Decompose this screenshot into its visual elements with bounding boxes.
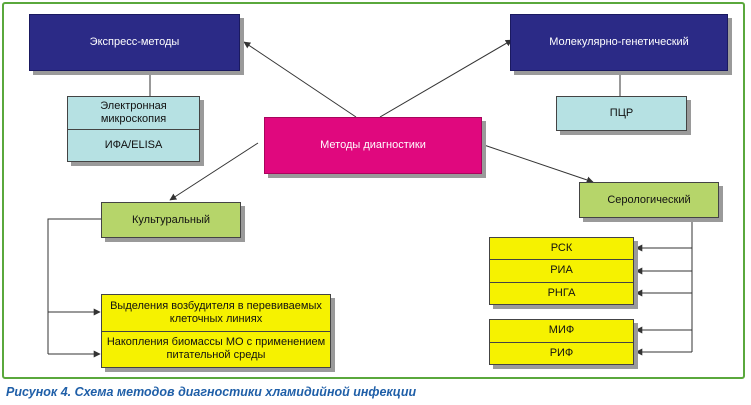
express-methods-list: Электронная микроскопия ИФА/ELISA xyxy=(67,96,200,162)
mif-label: МИФ xyxy=(548,324,575,337)
molecular-genetic-box: Молекулярно-генетический xyxy=(510,14,728,71)
pcr-box: ПЦР xyxy=(556,96,687,131)
rnga-label: РНГА xyxy=(490,281,633,304)
rif-label: РИФ xyxy=(490,341,633,365)
culture-bracket xyxy=(47,218,102,354)
culture-method-box: Культуральный xyxy=(101,202,241,238)
figure-caption: Рисунок 4. Схема методов диагностики хла… xyxy=(6,385,417,399)
arrow-to-serology xyxy=(483,144,594,184)
serology-methods-group-a: РСК РИА РНГА xyxy=(489,237,634,305)
cell-line-isolation-label: Выделения возбудителя в перевиваемых кле… xyxy=(110,299,322,325)
arrow-to-culture xyxy=(169,142,259,201)
diagnostic-methods-box: Методы диагностики xyxy=(264,117,482,174)
biomass-accumulation-label: Накопления биомассы МО с применением пит… xyxy=(102,330,330,368)
serology-method-box: Серологический xyxy=(579,182,719,218)
electron-microscopy-label: Электронная микроскопия xyxy=(100,99,167,125)
express-methods-box: Экспресс-методы xyxy=(29,14,240,71)
arrow-to-express xyxy=(243,41,357,118)
rsk-label: РСК xyxy=(550,242,573,255)
elisa-label: ИФА/ELISA xyxy=(68,128,199,162)
arrow-to-molecular xyxy=(379,39,513,118)
serology-methods-group-b: МИФ РИФ xyxy=(489,319,634,365)
ria-label: РИА xyxy=(490,259,633,281)
culture-methods-list: Выделения возбудителя в перевиваемых кле… xyxy=(101,294,331,368)
